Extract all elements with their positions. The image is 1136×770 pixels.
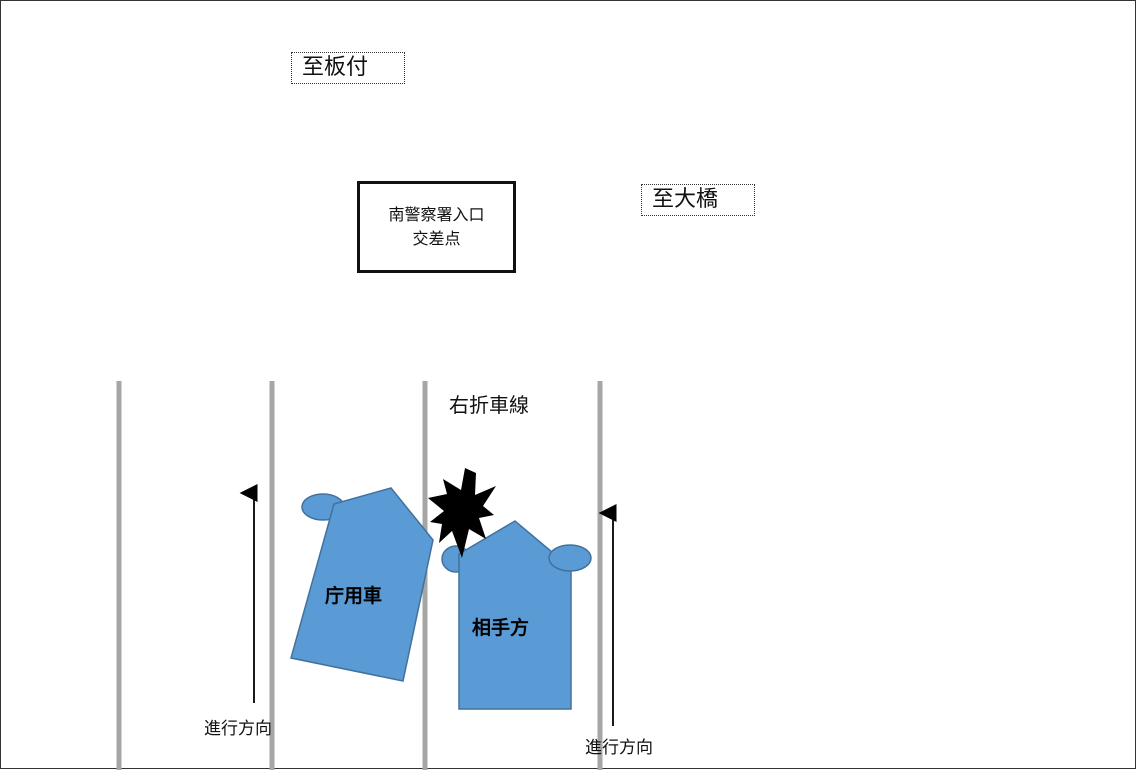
vehicle-government-body <box>290 487 434 682</box>
collision-burst-icon <box>428 468 496 558</box>
right-turn-lane-label: 右折車線 <box>449 393 529 417</box>
vehicle-other <box>441 520 592 710</box>
vehicle-government-label: 庁用車 <box>325 584 382 607</box>
destination-ohashi: 至大橋 <box>641 184 755 216</box>
vehicle-other-body <box>458 520 572 710</box>
destination-itatsuke: 至板付 <box>291 52 405 84</box>
direction-label-left: 進行方向 <box>204 719 272 739</box>
vehicle-other-mirror-right <box>548 544 592 572</box>
intersection-suffix: 交差点 <box>412 229 461 248</box>
vehicle-government <box>290 487 434 682</box>
intersection-name: 南警察署入口 <box>388 205 485 224</box>
direction-label-right: 進行方向 <box>585 738 653 758</box>
intersection-box: 南警察署入口 交差点 <box>357 181 516 273</box>
vehicle-other-label: 相手方 <box>472 616 529 639</box>
